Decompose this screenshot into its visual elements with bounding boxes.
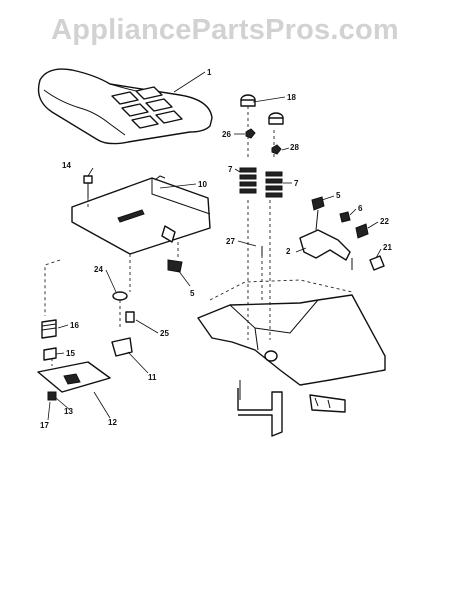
callout-13: 13 [64,407,73,416]
bracket-2-part [299,196,385,271]
callout-16: 16 [70,321,79,330]
callout-18: 18 [287,93,296,102]
callout-2: 2 [286,247,291,256]
callout-22: 22 [380,217,389,226]
callout-21: 21 [383,243,392,252]
callout-5-lower: 5 [190,289,195,298]
callout-14: 14 [62,161,71,170]
callout-26: 26 [222,130,231,139]
callout-15: 15 [66,349,75,358]
callout-25: 25 [160,329,169,338]
spring-assembly-part [239,94,284,256]
callout-5-upper: 5 [336,191,341,200]
callout-7-left: 7 [228,165,233,174]
lower-hardware-part [37,259,183,401]
callout-17: 17 [40,421,49,430]
callout-7-right: 7 [294,179,299,188]
seat-part [37,68,213,145]
callout-12: 12 [108,418,117,427]
seat-pan-part [71,175,211,255]
callout-27: 27 [226,237,235,246]
watermark-text: AppliancePartsPros.com [51,14,399,46]
chassis-frame [197,279,386,437]
callout-11: 11 [148,373,157,382]
callout-10: 10 [198,180,207,189]
callout-6: 6 [358,204,363,213]
callout-28: 28 [290,143,299,152]
callout-1: 1 [207,68,212,77]
callout-24: 24 [94,265,103,274]
